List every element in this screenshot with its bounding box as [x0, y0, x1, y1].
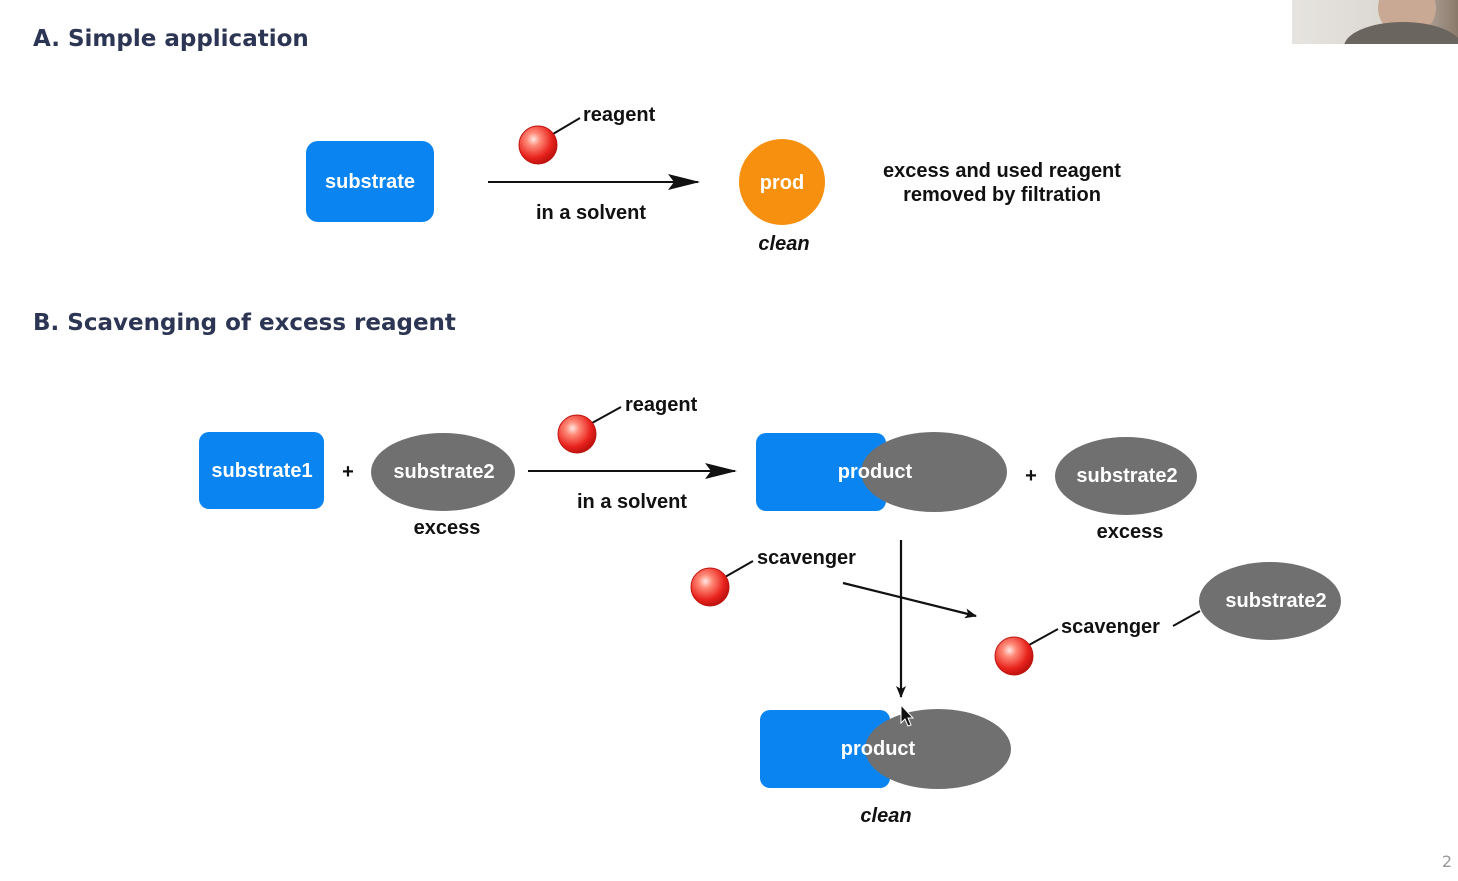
substrate-box: [306, 141, 434, 222]
product-ellipse: [861, 432, 1007, 512]
substrate2-label-excess: substrate2: [1076, 465, 1177, 487]
section-b-scheme: substrate1 + substrate2 excess reagent i…: [199, 394, 1341, 827]
clean-product-ellipse: [865, 709, 1011, 789]
substrate2-ellipse-bound: [1199, 562, 1341, 640]
resin-bead-icon: [557, 414, 597, 454]
scavenger-label-2: scavenger: [1061, 616, 1160, 638]
reagent-label-b: reagent: [625, 394, 698, 416]
product-label-2: product: [841, 738, 916, 760]
scavenger-label-1: scavenger: [757, 547, 856, 569]
substrate2-label: substrate2: [393, 461, 494, 483]
reagent-bead-b: [557, 406, 622, 454]
scavenger-bead-1: [690, 560, 754, 607]
substrate-label: substrate: [325, 171, 415, 193]
plus-sign-1: +: [342, 461, 354, 483]
bead-tether: [724, 560, 754, 578]
reagent-label-a: reagent: [583, 104, 656, 126]
plus-sign-2: +: [1025, 465, 1037, 487]
section-b-heading: B. Scavenging of excess reagent: [33, 310, 456, 336]
substrate2-ellipse-excess: [1055, 437, 1197, 515]
section-a-scheme: substrate reagent in a solvent prod clea…: [306, 104, 1121, 255]
scavenger-bead-2: [994, 628, 1059, 676]
filtration-note-line1: excess and used reagent: [883, 160, 1121, 182]
excess-label-2: excess: [1097, 521, 1164, 543]
bead-tether: [591, 406, 622, 424]
mouse-cursor-icon: [900, 703, 915, 727]
section-a-heading: A. Simple application: [33, 26, 309, 52]
resin-bead-icon: [994, 636, 1034, 676]
clean-label-a: clean: [758, 233, 809, 255]
bead-tether: [552, 117, 581, 135]
substrate2-label-bound: substrate2: [1225, 590, 1326, 612]
resin-bead-icon: [690, 567, 730, 607]
clean-product-box: [760, 710, 890, 788]
product-label-a: prod: [760, 172, 804, 194]
substrate1-box: [199, 432, 324, 509]
product-label-1: product: [838, 461, 913, 483]
condition-label-a: in a solvent: [536, 202, 646, 224]
condition-label-b: in a solvent: [577, 491, 687, 513]
filtration-note-line2: removed by filtration: [903, 184, 1101, 206]
bead-tether: [1028, 628, 1059, 646]
webcam-person-shoulder: [1344, 22, 1458, 44]
scavenged-arrow: [842, 581, 977, 619]
webcam-thumbnail: [1292, 0, 1458, 44]
excess-label-1: excess: [414, 517, 481, 539]
substrate1-label: substrate1: [211, 460, 312, 482]
product-circle: [739, 139, 825, 225]
clean-label-b: clean: [860, 805, 911, 827]
page-number: 2: [1441, 852, 1452, 871]
substrate2-ellipse: [371, 433, 515, 511]
resin-bead-icon: [518, 125, 558, 165]
product-box: [756, 433, 886, 511]
scavenger-link: [1172, 610, 1201, 627]
reagent-bead-a: [518, 117, 581, 165]
